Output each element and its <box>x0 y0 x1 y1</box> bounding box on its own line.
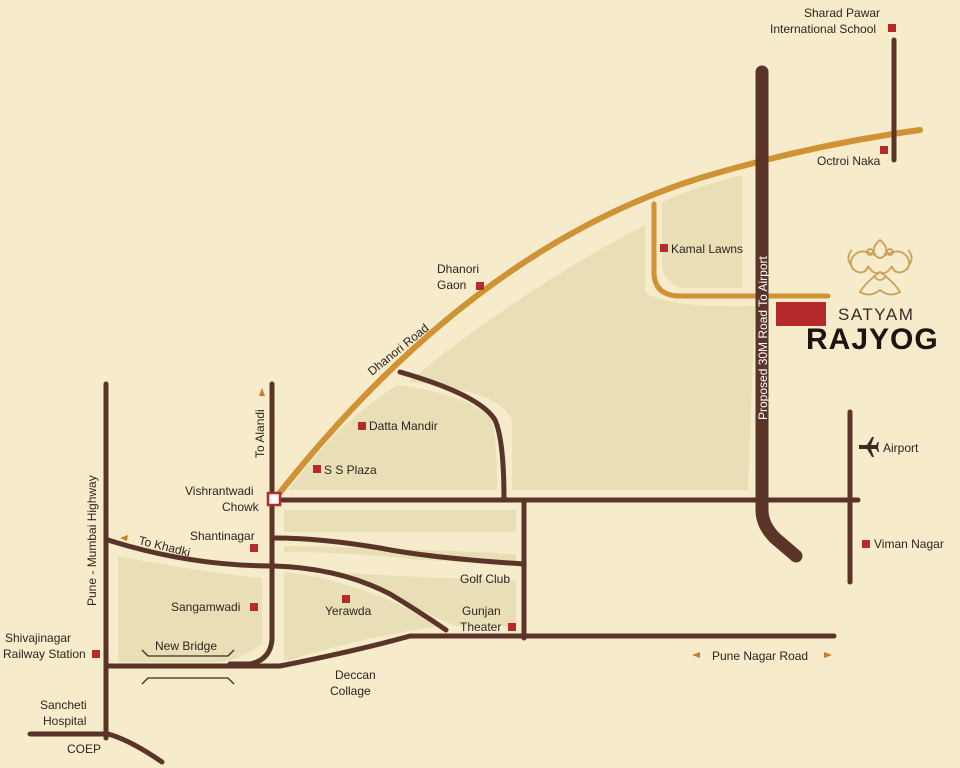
arrow-icon <box>824 652 832 658</box>
direction-arrows <box>120 388 832 658</box>
deccan-collage-label-1: Deccan <box>335 668 376 682</box>
golf-club-label: Golf Club <box>460 572 510 586</box>
kamal-lawns-marker[interactable] <box>660 244 668 252</box>
arrow-icon <box>259 388 265 396</box>
dhanori-road-label: Dhanori Road <box>365 321 431 378</box>
sangamwadi-label: Sangamwadi <box>171 600 240 614</box>
shantinagar-road-line <box>271 535 527 567</box>
arrow-icon <box>692 652 700 658</box>
datta-mandir-link-road <box>397 369 507 503</box>
viman-nagar-marker[interactable] <box>862 540 870 548</box>
deccan-collage-label-2: Collage <box>330 684 371 698</box>
viman-nagar-label: Viman Nagar <box>874 537 944 551</box>
sancheti-hospital-label-2: Hospital <box>43 714 86 728</box>
pune-nagar-road-label: Pune Nagar Road <box>712 649 808 663</box>
dhanori-road-line <box>271 127 923 503</box>
datta-mandir-marker[interactable] <box>358 422 366 430</box>
block-sangamwadi <box>118 556 262 662</box>
vishrantwadi-label-1: Vishrantwadi <box>185 484 253 498</box>
gunjan-theater-marker[interactable] <box>508 623 516 631</box>
ss-plaza-marker[interactable] <box>313 465 321 473</box>
block-yerawda <box>284 572 440 660</box>
khadki-road-line <box>105 537 449 633</box>
sancheti-hospital-label-1: Sancheti <box>40 698 87 712</box>
coep-road-line <box>27 731 165 765</box>
yerawda-label: Yerawda <box>325 604 372 618</box>
new-bridge-label: New Bridge <box>155 639 217 653</box>
proposed-road-line <box>755 65 803 563</box>
dhanori-gaon-marker[interactable] <box>476 282 484 290</box>
project-brand[interactable]: SATYAM RAJYOG <box>776 238 939 356</box>
brown-roads <box>27 37 897 765</box>
octroi-naka-label: Octroi Naka <box>817 154 881 168</box>
dhanori-gaon-label-2: Gaon <box>437 278 466 292</box>
pune-mumbai-highway-label: Pune - Mumbai Highway <box>85 475 99 606</box>
kamal-lawns-label: Kamal Lawns <box>671 242 743 256</box>
block-north-vishrantwadi <box>284 510 516 532</box>
yerawda-marker[interactable] <box>342 595 350 603</box>
new-bridge-symbol <box>141 649 235 685</box>
arrow-icon <box>120 535 128 541</box>
coep-label: COEP <box>67 742 101 756</box>
ornamental-emblem-icon <box>847 238 913 296</box>
block-datta-mandir <box>288 385 497 490</box>
project-location-marker[interactable] <box>776 302 826 326</box>
brand-line-1: SATYAM <box>838 305 914 324</box>
place-markers <box>92 24 896 658</box>
shantinagar-marker[interactable] <box>250 544 258 552</box>
proposed-road-label: Proposed 30M Road To Airport <box>756 255 770 420</box>
place-labels: Sharad Pawar International School Octroi… <box>3 6 944 756</box>
gunjan-theater-label-2: Theater <box>460 620 501 634</box>
dhanori-gaon-label-1: Dhanori <box>437 262 479 276</box>
kamal-lawns-loop <box>651 201 831 299</box>
vishrantwadi-label-2: Chowk <box>222 500 260 514</box>
sharad-pawar-marker[interactable] <box>888 24 896 32</box>
shivajinagar-marker[interactable] <box>92 650 100 658</box>
block-dhanori-east <box>408 225 755 490</box>
datta-mandir-label: Datta Mandir <box>369 419 438 433</box>
airport-label: Airport <box>883 441 919 455</box>
gold-roads <box>271 127 923 503</box>
vishrantwadi-junction-marker[interactable] <box>266 491 282 507</box>
airplane-icon <box>859 437 879 457</box>
land-blocks <box>118 175 755 662</box>
sangamwadi-marker[interactable] <box>250 603 258 611</box>
ss-plaza-label: S S Plaza <box>324 463 377 477</box>
to-alandi-label: To Alandi <box>253 409 267 458</box>
octroi-naka-marker[interactable] <box>880 146 888 154</box>
block-kamal-lawns <box>662 175 742 288</box>
sharad-pawar-label-2: International School <box>770 22 876 36</box>
shivajinagar-label-2: Railway Station <box>3 647 86 661</box>
sharad-pawar-label-1: Sharad Pawar <box>804 6 880 20</box>
shantinagar-label: Shantinagar <box>190 529 255 543</box>
yerawda-lower-road <box>105 633 473 669</box>
shivajinagar-label-1: Shivajinagar <box>5 631 71 645</box>
gunjan-theater-label-1: Gunjan <box>462 604 501 618</box>
brand-line-2: RAJYOG <box>806 323 939 356</box>
